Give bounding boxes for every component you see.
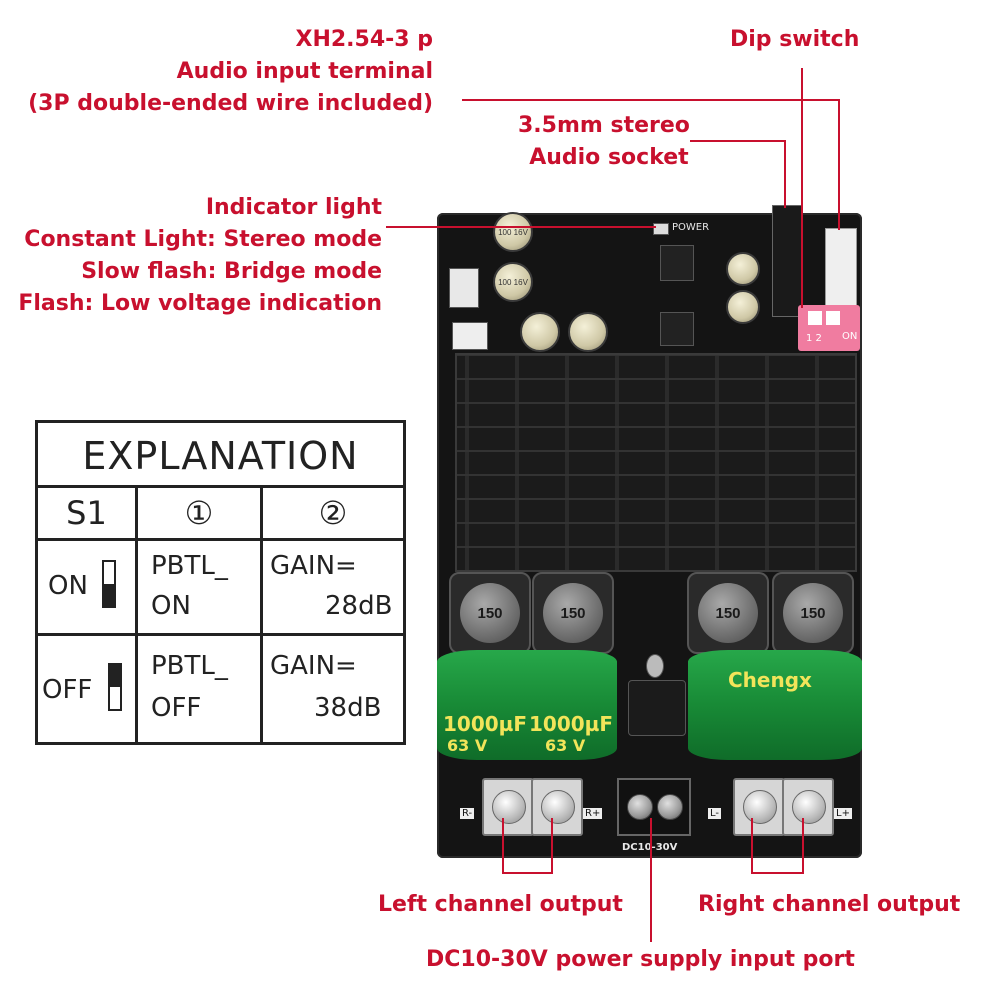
- leader-right-output-a: [751, 818, 753, 874]
- gain-on-line1: GAIN=: [270, 551, 357, 581]
- leader-left-output-h: [502, 872, 553, 874]
- dip-number-label: 1 2: [806, 333, 822, 344]
- inductor: 150: [449, 572, 531, 654]
- audio-input-terminal: [825, 228, 857, 310]
- leader-left-output-b: [551, 818, 553, 874]
- switch-off-icon: [108, 663, 122, 711]
- callout-power-input: DC10-30V power supply input port: [426, 947, 855, 972]
- small-capacitor: [568, 312, 608, 352]
- leader-dip-switch: [801, 68, 803, 308]
- header-col1: ①: [184, 494, 214, 532]
- diode-lead: [646, 654, 664, 678]
- switch-on-icon: [102, 560, 116, 608]
- callout-audio-socket: 3.5mm stereo Audio socket: [518, 113, 690, 170]
- power-module-chip: [449, 268, 479, 308]
- small-capacitor: 100 16V: [493, 212, 533, 252]
- silk-dc-label: DC10-30V: [622, 842, 677, 853]
- leader-audio-socket-drop: [784, 140, 786, 208]
- electrolytic-capacitor-right: Chengx: [688, 650, 862, 760]
- switch-state-on: ON: [48, 571, 88, 601]
- protection-diode: [628, 680, 686, 736]
- leader-right-output-b: [802, 818, 804, 874]
- table-divider: [38, 538, 403, 541]
- header-col2: ②: [318, 494, 348, 532]
- audio-ic: [660, 245, 694, 281]
- small-capacitor: [726, 252, 760, 286]
- electrolytic-capacitor-left: 1000µF 1000µF 63 V 63 V: [437, 650, 617, 760]
- dip-knob: [826, 311, 840, 325]
- silk-r-minus: R-: [460, 808, 475, 819]
- explanation-table: EXPLANATION S1 ① ② ON PBTL_ ON GAIN= 28d…: [35, 420, 406, 745]
- callout-right-output: Right channel output: [698, 892, 961, 917]
- table-divider: [260, 485, 263, 742]
- small-capacitor: [726, 290, 760, 324]
- leader-right-output-h: [751, 872, 804, 874]
- table-divider: [38, 485, 403, 488]
- mode-on-line2: ON: [151, 591, 191, 621]
- inductor: 150: [687, 572, 769, 654]
- leader-audio-socket: [690, 140, 786, 142]
- inductor: 150: [532, 572, 614, 654]
- leader-indicator: [386, 226, 656, 228]
- dip-on-label: ON: [842, 331, 858, 342]
- callout-audio-terminal: XH2.54-3 p Audio input terminal (3P doub…: [28, 27, 433, 116]
- gain-on-line2: 28dB: [325, 591, 393, 621]
- gain-off-line1: GAIN=: [270, 651, 357, 681]
- explanation-title: EXPLANATION: [82, 433, 359, 478]
- table-divider: [38, 633, 403, 636]
- terminal-l-plus: [782, 778, 834, 836]
- silk-power-label: POWER: [672, 222, 710, 233]
- small-capacitor: [520, 312, 560, 352]
- dc-power-terminal: [617, 778, 691, 836]
- leader-power-input: [650, 818, 652, 942]
- indicator-led: [653, 223, 669, 235]
- leader-left-output-a: [502, 818, 504, 874]
- small-capacitor: 100 16V: [493, 262, 533, 302]
- audio-socket: [772, 205, 802, 317]
- silk-l-plus: L+: [834, 808, 852, 819]
- silk-r-plus: R+: [583, 808, 603, 819]
- audio-ic: [660, 312, 694, 346]
- dip-switch[interactable]: ON 1 2: [798, 305, 860, 351]
- mode-off-line2: OFF: [151, 693, 202, 723]
- callout-dip-switch: Dip switch: [730, 27, 860, 52]
- silk-l-minus: L-: [708, 808, 722, 819]
- mode-on-line1: PBTL_: [151, 551, 228, 581]
- table-divider: [135, 485, 138, 742]
- dip-knob: [808, 311, 822, 325]
- leader-audio-terminal-drop: [838, 99, 840, 230]
- terminal-l-minus: [733, 778, 785, 836]
- regulator-chip: [452, 322, 488, 350]
- gain-off-line2: 38dB: [314, 693, 382, 723]
- inductor: 150: [772, 572, 854, 654]
- callout-left-output: Left channel output: [378, 892, 623, 917]
- leader-audio-terminal: [462, 99, 840, 101]
- heatsink: [455, 353, 857, 572]
- terminal-r-plus: [531, 778, 583, 836]
- header-s1: S1: [66, 494, 107, 532]
- switch-state-off: OFF: [42, 675, 93, 705]
- terminal-r-minus: [482, 778, 534, 836]
- callout-indicator: Indicator light Constant Light: Stereo m…: [18, 195, 382, 316]
- mode-off-line1: PBTL_: [151, 651, 228, 681]
